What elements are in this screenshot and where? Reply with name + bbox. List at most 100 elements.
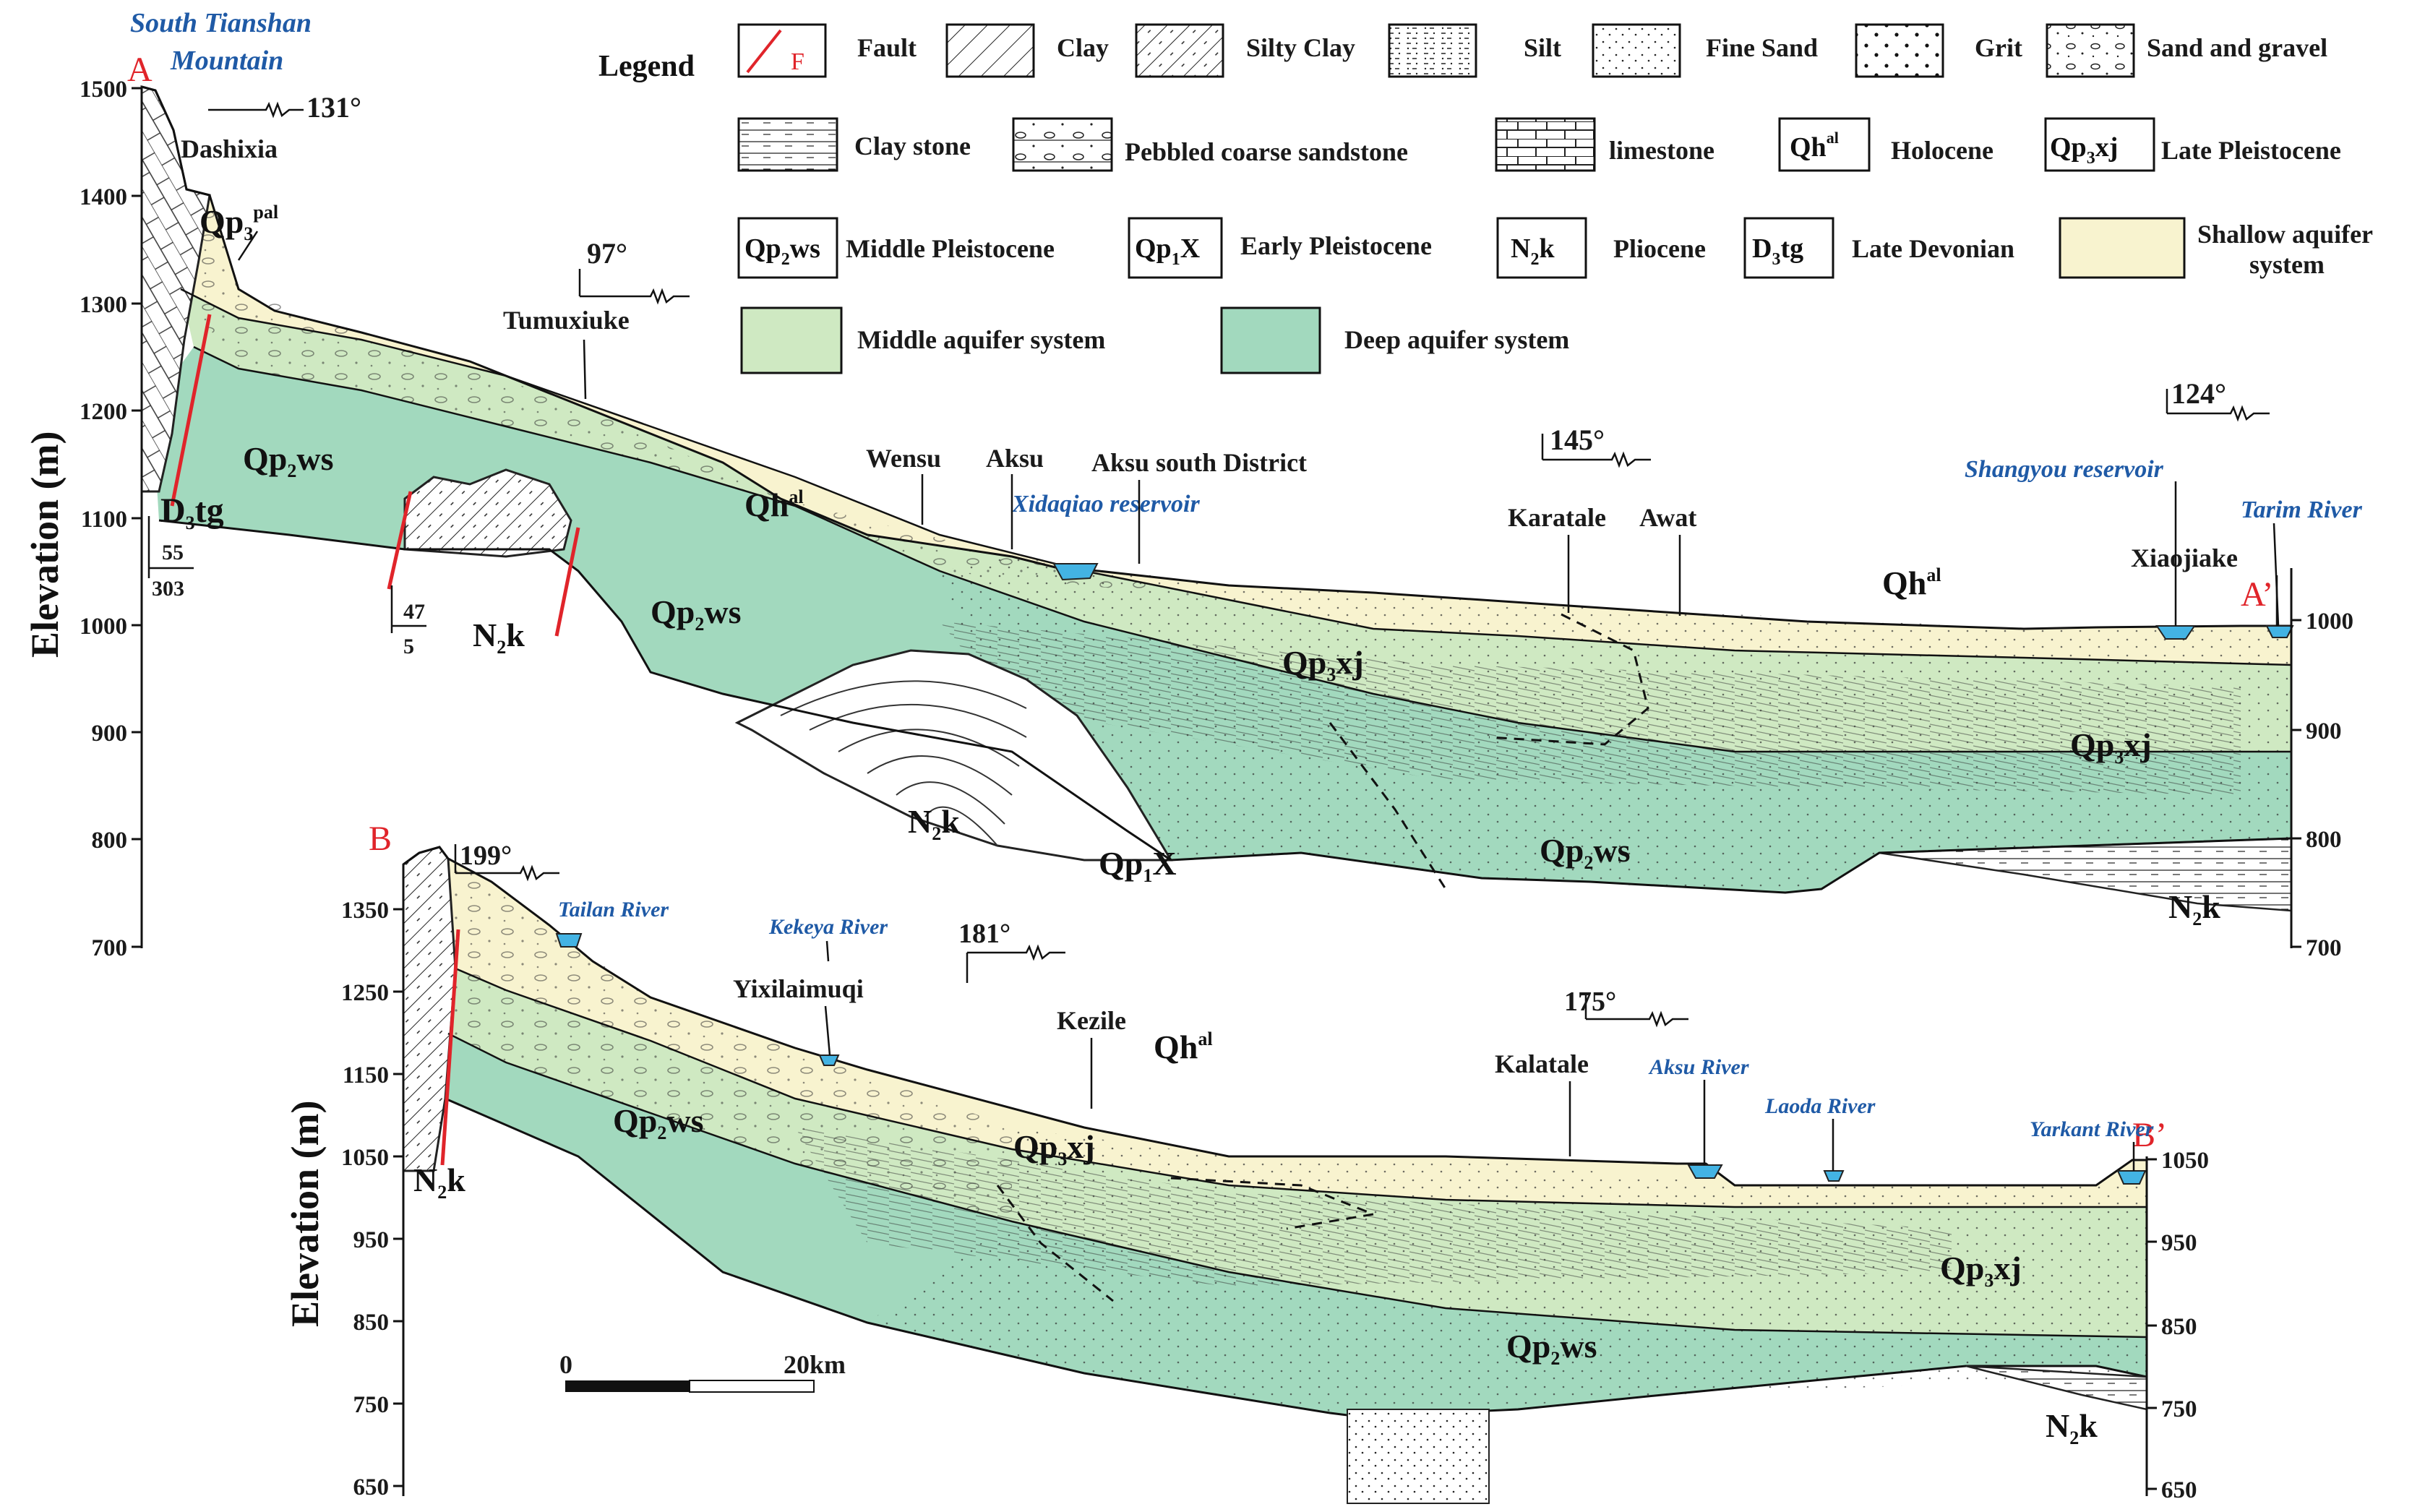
legend-label-pliocene: Pliocene — [1613, 234, 1706, 263]
section-a-ylabel: Elevation (m) — [23, 431, 66, 658]
yarkant-river-icon — [2116, 1170, 2147, 1185]
section-b-left-ticks: 1350 1250 1150 1050 950 850 750 650 — [341, 898, 403, 1500]
legend-label-fault: Fault — [857, 33, 917, 62]
xidaqiao-reservoir-icon — [1052, 563, 1099, 581]
section-b-end-label: B’ — [2132, 1116, 2167, 1154]
clay-stone-swatch — [737, 117, 838, 172]
unit-n2k: N2k — [2046, 1407, 2098, 1448]
dip-table-1: 55 303 — [147, 516, 194, 601]
section-b-pliocene-block — [402, 846, 457, 1172]
legend-label-middle: Middle aquifer system — [857, 325, 1105, 354]
mountain-label: South Tianshan — [130, 8, 312, 38]
legend-label-silty-clay: Silty Clay — [1246, 33, 1355, 62]
scale-bar-end: 20km — [784, 1350, 846, 1379]
tick-label: 800 — [2306, 827, 2342, 853]
scale-bar-start: 0 — [559, 1350, 572, 1379]
tick-label: 800 — [92, 828, 128, 854]
place-xiaojiake: Xiaojiake — [2131, 544, 2238, 572]
holocene-swatch — [1778, 117, 1871, 172]
silty-clay-swatch — [1135, 23, 1224, 78]
dip2-top: 47 — [403, 600, 425, 624]
angle-label: 199° — [460, 841, 512, 871]
tailan-river-icon — [555, 933, 583, 948]
fault-line — [440, 929, 460, 1166]
tarim-label: Tarim River — [2241, 497, 2363, 523]
section-b-start-label: B — [369, 820, 392, 858]
section-b-leaders — [824, 940, 2135, 1171]
fault-line — [554, 527, 580, 637]
angle-label: 97° — [587, 237, 627, 270]
limestone-swatch — [1495, 117, 1596, 172]
middle-pleistocene-code: Qp2ws — [744, 233, 820, 269]
tick-label: 900 — [92, 721, 128, 747]
tick-label: 650 — [2161, 1477, 2197, 1503]
section-a-base — [158, 519, 2292, 894]
aksu-river-label: Aksu River — [1648, 1055, 1749, 1079]
legend: Legend F Fault Clay Silty Clay Silt Fine… — [598, 23, 2373, 374]
deep-aquifer-swatch — [1220, 306, 1321, 374]
early-pleistocene-code: Qp1X — [1135, 233, 1200, 269]
section-b-lower-boundary — [447, 1032, 2147, 1339]
fine-sand-swatch — [1592, 23, 1681, 78]
tick-label: 700 — [2306, 935, 2342, 961]
legend-label-middle-pleistocene: Middle Pleistocene — [846, 234, 1055, 263]
legend-label-shallow-2: system — [2249, 250, 2325, 279]
tick-label: 900 — [2306, 718, 2342, 744]
kekeya-river-icon — [818, 1054, 840, 1066]
tick-label: 1000 — [80, 614, 127, 640]
angle-label: 175° — [1564, 987, 1616, 1017]
section-b-gravel-texture — [448, 859, 1012, 1221]
unit-qp3xj: Qp3xj — [1282, 644, 1364, 685]
early-pleistocene-swatch — [1128, 217, 1223, 279]
section-a-surface — [141, 85, 2291, 630]
section-a: 1500 1400 1300 1200 1100 1000 900 800 70… — [23, 8, 2363, 961]
legend-label-late-devonian: Late Devonian — [1852, 234, 2014, 263]
angle-label: 124° — [2171, 377, 2226, 410]
unit-qhal: Qhal — [1882, 564, 1941, 601]
sand-gravel-swatch — [2046, 23, 2135, 78]
section-b-dashed — [996, 1177, 1378, 1302]
fault-swatch — [737, 23, 827, 78]
section-b-upper-boundary — [455, 967, 2147, 1208]
tick-label: 1050 — [341, 1145, 389, 1171]
section-a-gravel-texture — [181, 189, 1229, 600]
section-a-pliocene-block — [403, 468, 572, 558]
dip2-bot: 5 — [403, 635, 414, 658]
legend-label-shallow: Shallow aquifer — [2197, 220, 2373, 249]
place-yixilaimuqi: Yixilaimuqi — [733, 974, 864, 1003]
section-b-surface — [403, 846, 2147, 1187]
section-b-orientation-symbols — [454, 844, 1688, 1028]
yarkant-label: Yarkant River — [2030, 1117, 2154, 1141]
fault-line — [170, 314, 212, 507]
tick-label: 1050 — [2161, 1148, 2209, 1174]
tick-label: 750 — [353, 1392, 390, 1418]
unit-qp2ws: Qp2ws — [613, 1102, 704, 1143]
late-pleistocene-code: Qp3xj — [2050, 132, 2118, 168]
section-b-base — [445, 1097, 2147, 1418]
unit-qp3xj: Qp3xj — [2070, 726, 2152, 768]
section-a-left-ticks: 1500 1400 1300 1200 1100 1000 900 800 70… — [80, 77, 142, 961]
pebbled-swatch — [1012, 117, 1113, 172]
fault-symbol: F — [791, 48, 804, 75]
tick-label: 1150 — [343, 1062, 389, 1088]
aksu-river-icon — [1687, 1164, 1723, 1179]
unit-qp3xj: Qp3xj — [1940, 1250, 2022, 1291]
legend-label-fine-sand: Fine Sand — [1706, 33, 1818, 62]
scale-bar: 0 20km — [559, 1350, 846, 1393]
section-b: 1350 1250 1150 1050 950 850 750 650 Elev… — [283, 820, 2209, 1504]
tick-label: 1350 — [341, 898, 389, 924]
middle-aquifer-swatch — [740, 306, 843, 374]
place-kezile: Kezile — [1057, 1006, 1126, 1035]
legend-label-limestone: limestone — [1609, 136, 1714, 165]
legend-label-late-pleistocene: Late Pleistocene — [2161, 136, 2341, 165]
legend-label-deep: Deep aquifer system — [1344, 325, 1569, 354]
angle-label: 145° — [1550, 424, 1605, 456]
place-kalatale: Kalatale — [1495, 1049, 1589, 1078]
place-karatale: Karatale — [1508, 503, 1606, 532]
laoda-river-icon — [1823, 1170, 1845, 1182]
shangyou-reservoir-icon — [2155, 625, 2196, 640]
legend-label-pebbled: Pebbled coarse sandstone — [1125, 137, 1408, 166]
tick-label: 1100 — [81, 507, 127, 533]
